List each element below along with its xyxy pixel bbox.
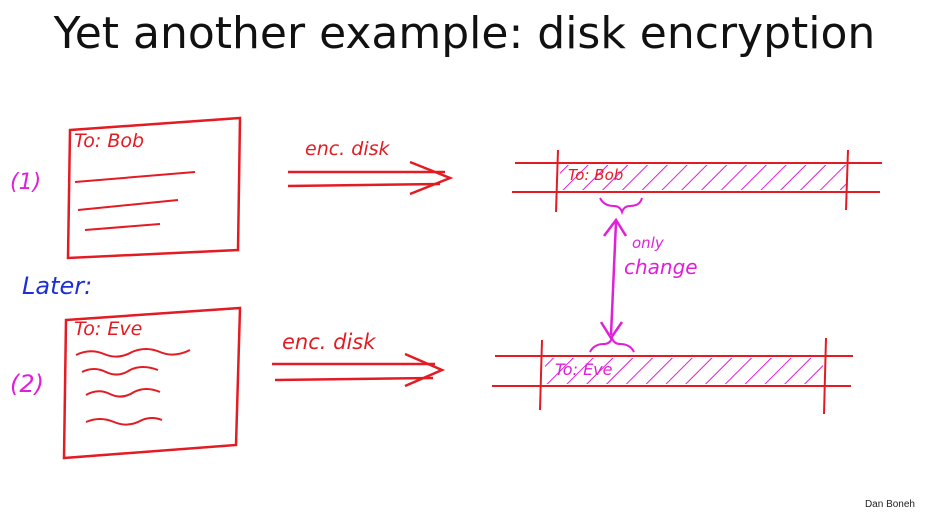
- note-bob-outline: [66, 116, 242, 260]
- scenario-2-marker: (2): [10, 370, 44, 398]
- scenario-1-marker: (1): [10, 170, 42, 195]
- arrow-2-label: enc. disk: [282, 330, 376, 354]
- note-bob-line-2: [77, 199, 179, 211]
- disk-track-1: [512, 149, 882, 213]
- slide-title: Yet another example: disk encryption: [53, 8, 876, 59]
- note-eve-line-3: [85, 388, 161, 398]
- disk-2-encrypted-hatch: [545, 358, 823, 384]
- author-footer: Dan Boneh: [864, 499, 915, 510]
- arrow-1-label: enc. disk: [305, 138, 390, 160]
- change-double-arrow: [599, 217, 628, 341]
- arrow-2: [272, 352, 446, 388]
- disk-track-2: [492, 337, 853, 415]
- disk-1-encrypted-hatch: [560, 165, 846, 190]
- note-eve-line-1: [75, 348, 191, 358]
- arrow-1: [287, 160, 454, 196]
- note-bob-line-1: [74, 171, 196, 183]
- brace-1: [599, 197, 643, 216]
- change-label: change: [624, 255, 698, 279]
- disk-1-block-text: To: Bob: [568, 166, 624, 184]
- note-eve-line-4: [85, 417, 163, 426]
- note-bob-line-3: [84, 223, 161, 231]
- note-eve-line-2: [81, 366, 159, 376]
- note-bob: [66, 116, 242, 260]
- only-label: only: [632, 234, 664, 252]
- note-eve-to: To: Eve: [74, 318, 143, 340]
- disk-2-block-text: To: Eve: [555, 360, 613, 379]
- note-eve-outline: [62, 306, 242, 460]
- note-eve: [62, 306, 242, 460]
- later-label: Later:: [22, 272, 93, 300]
- note-bob-to: To: Bob: [74, 130, 145, 152]
- brace-2: [589, 334, 635, 353]
